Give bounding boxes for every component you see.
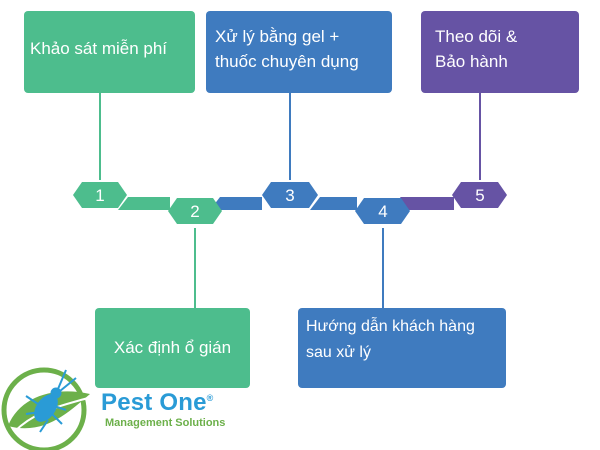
logo-tagline: Management Solutions: [105, 417, 226, 429]
registered-mark: ®: [206, 393, 214, 403]
pest-one-logo: [1, 367, 90, 450]
node-5: [452, 182, 507, 208]
step-3-label: Xử lý bằng gel + thuốc chuyên dụng: [215, 27, 359, 71]
node-5-number: 5: [475, 186, 484, 205]
step-1-box: Khảo sát miễn phí: [24, 11, 195, 93]
step-2-box: Xác định ổ gián: [95, 308, 250, 388]
node-3: [262, 182, 318, 208]
step-5-label: Theo dõi & Bảo hành: [435, 27, 518, 71]
node-2: [168, 198, 222, 224]
step-3-box: Xử lý bằng gel + thuốc chuyên dụng: [206, 11, 392, 93]
step-4-label: Hướng dẫn khách hàng sau xử lý: [306, 318, 475, 361]
node-2-number: 2: [190, 202, 199, 221]
cockroach-icon: [25, 369, 77, 433]
bar-3-4: [310, 197, 357, 210]
bar-4-5: [400, 197, 454, 210]
node-4-number: 4: [378, 202, 387, 221]
step-4-box: Hướng dẫn khách hàng sau xử lý: [298, 308, 506, 388]
bar-1-2: [118, 197, 170, 210]
step-5-box: Theo dõi & Bảo hành: [421, 11, 579, 93]
node-1-number: 1: [95, 186, 104, 205]
node-4: [355, 198, 410, 224]
logo-name: Pest One®: [101, 389, 214, 416]
step-2-label: Xác định ổ gián: [113, 337, 232, 357]
node-1: [73, 182, 127, 208]
node-3-number: 3: [285, 186, 294, 205]
step-1-label: Khảo sát miễn phí: [30, 39, 168, 58]
bar-2-3: [210, 197, 262, 210]
